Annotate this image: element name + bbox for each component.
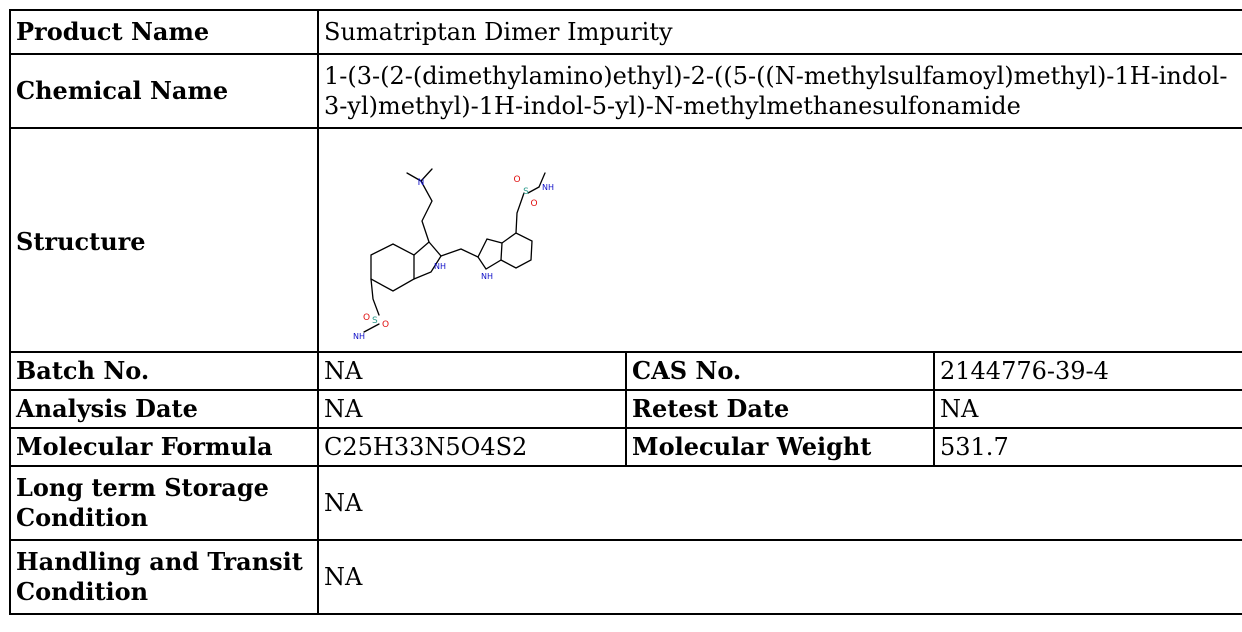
sulfur-top-label: S: [523, 187, 529, 197]
molecular-weight-value: 531.7: [932, 427, 1242, 467]
row-storage: Long term Storage Condition NA: [9, 465, 1242, 541]
row-chemical-name: Chemical Name 1-(3-(2-(dimethylamino)eth…: [9, 53, 1242, 129]
nh-top-label: NH: [542, 183, 554, 192]
sulfur-bottom-label: S: [372, 316, 378, 326]
oxygen-top2-label: O: [530, 199, 537, 209]
chemical-structure-image: N S O O NH NH NH S O O NH: [353, 168, 554, 341]
oxygen-bot1-label: O: [363, 313, 370, 323]
oxygen-top1-label: O: [513, 175, 520, 185]
row-formula-weight: Molecular Formula C25H33N5O4S2 Molecular…: [9, 427, 1242, 467]
analysis-date-label: Analysis Date: [9, 389, 319, 429]
chemical-name-label: Chemical Name: [9, 53, 319, 129]
chemical-name-value: 1-(3-(2-(dimethylamino)ethyl)-2-((5-((N-…: [316, 53, 1242, 129]
molecular-formula-label: Molecular Formula: [9, 427, 319, 467]
indole-nh-right-label: NH: [481, 272, 493, 281]
storage-label: Long term Storage Condition: [9, 465, 319, 541]
amine-n-label: N: [418, 178, 425, 188]
product-spec-table: Product Name Sumatriptan Dimer Impurity …: [9, 9, 1242, 615]
storage-value: NA: [316, 465, 1242, 541]
indole-nh-left-label: NH: [434, 262, 446, 271]
row-product-name: Product Name Sumatriptan Dimer Impurity: [9, 9, 1242, 55]
handling-label: Handling and Transit Condition: [9, 539, 319, 615]
molecular-weight-label: Molecular Weight: [625, 427, 935, 467]
batch-no-label: Batch No.: [9, 351, 319, 391]
row-handling: Handling and Transit Condition NA: [9, 539, 1242, 615]
cas-no-label: CAS No.: [625, 351, 935, 391]
structure-cell: N S O O NH NH NH S O O NH: [316, 127, 1242, 353]
molecular-formula-value: C25H33N5O4S2: [317, 427, 627, 467]
batch-no-value: NA: [317, 351, 627, 391]
cas-no-value: 2144776-39-4: [932, 351, 1242, 391]
row-dates: Analysis Date NA Retest Date NA: [9, 389, 1242, 429]
oxygen-bot2-label: O: [382, 320, 389, 330]
handling-value: NA: [316, 539, 1242, 615]
product-name-value: Sumatriptan Dimer Impurity: [316, 9, 1242, 55]
row-structure: Structure: [9, 127, 1242, 353]
row-batch-cas: Batch No. NA CAS No. 2144776-39-4: [9, 351, 1242, 391]
product-name-label: Product Name: [9, 9, 319, 55]
retest-date-value: NA: [932, 389, 1242, 429]
retest-date-label: Retest Date: [625, 389, 935, 429]
nh-bottom-label: NH: [353, 332, 365, 341]
structure-label: Structure: [9, 127, 319, 353]
analysis-date-value: NA: [317, 389, 627, 429]
